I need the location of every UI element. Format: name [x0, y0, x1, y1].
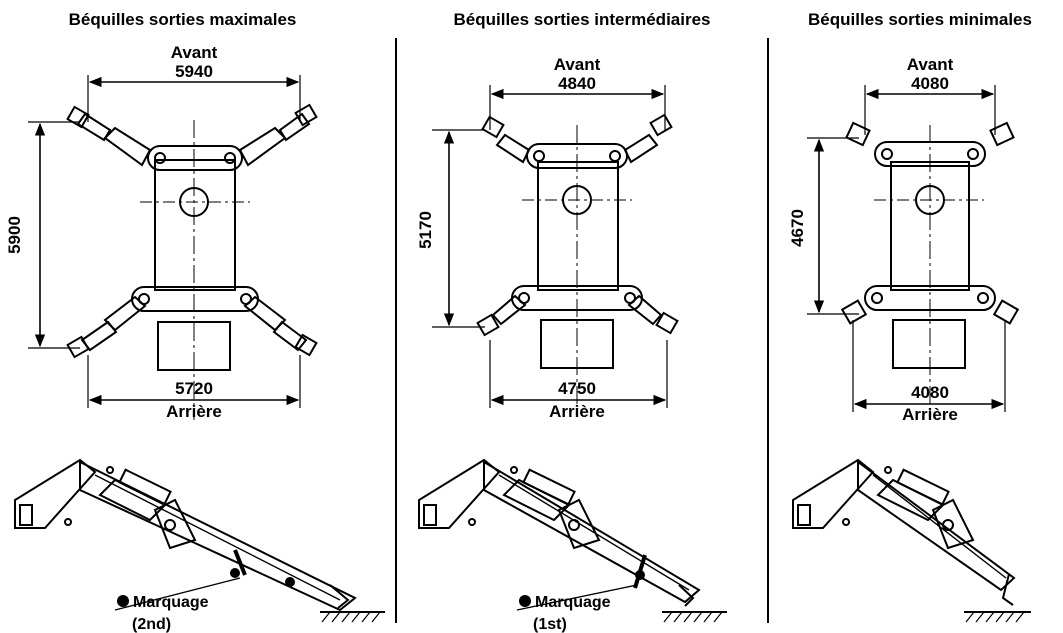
panel-title: Béquilles sorties intermédiaires: [453, 10, 711, 29]
front-width-value: 5940: [175, 62, 213, 81]
marking-label: Marquage: [535, 594, 611, 611]
front-label: Avant: [171, 43, 218, 62]
length-dimension: 5900: [5, 121, 80, 349]
front-width-dimension: Avant 4080: [864, 55, 996, 135]
marking-order: (2nd): [132, 616, 171, 633]
rear-width-dimension: 5720 Arrière: [87, 355, 301, 421]
rear-width-value: 5720: [175, 379, 213, 398]
rear-label: Arrière: [902, 405, 958, 424]
marking-label: Marquage: [133, 594, 209, 611]
length-value: 5170: [416, 211, 435, 249]
front-width-value: 4080: [911, 74, 949, 93]
panel-intermediate-extension: Béquilles sorties intermédiaires Avant 4…: [397, 0, 767, 633]
front-width-value: 4840: [558, 74, 596, 93]
panel-divider: [767, 38, 769, 623]
front-label: Avant: [907, 55, 954, 74]
panel-title: Béquilles sorties maximales: [68, 10, 297, 29]
marking-callout: Marquage (2nd): [114, 577, 241, 633]
length-value: 5900: [5, 216, 24, 254]
front-label: Avant: [554, 55, 601, 74]
rear-width-dimension: 4750 Arrière: [489, 340, 668, 421]
panel-minimal-extension: Béquilles sorties minimales Avant 4080 4…: [769, 0, 1063, 633]
outrigger-diagram-intermediate: Avant 4840 5170: [416, 55, 727, 633]
outrigger-side-view: [14, 458, 385, 623]
outrigger-diagram-maximal: Avant 5940 5900: [5, 43, 385, 633]
crane-chassis-top-view: [66, 103, 318, 420]
panel-title: Béquilles sorties minimales: [808, 10, 1032, 29]
rear-width-dimension: 4080 Arrière: [852, 320, 1006, 424]
front-width-dimension: Avant 5940: [87, 43, 301, 122]
length-dimension: 4670: [788, 137, 859, 315]
outrigger-diagram-minimal: Avant 4080 4670 408: [788, 55, 1031, 623]
marking-order: (1st): [533, 616, 567, 633]
crane-chassis-top-view: [476, 113, 679, 415]
outrigger-side-view: [792, 458, 1031, 623]
marking-callout: Marquage (1st): [516, 584, 638, 633]
length-dimension: 5170: [416, 129, 485, 328]
length-value: 4670: [788, 209, 807, 247]
panel-divider: [395, 38, 397, 623]
panel-maximal-extension: Béquilles sorties maximales Avant 5940 5…: [0, 0, 395, 633]
rear-label: Arrière: [549, 402, 605, 421]
front-width-dimension: Avant 4840: [489, 55, 666, 130]
outrigger-side-view: [418, 458, 727, 623]
rear-width-value: 4750: [558, 379, 596, 398]
rear-width-value: 4080: [911, 383, 949, 402]
crane-chassis-top-view: [840, 121, 1020, 415]
rear-label: Arrière: [166, 402, 222, 421]
